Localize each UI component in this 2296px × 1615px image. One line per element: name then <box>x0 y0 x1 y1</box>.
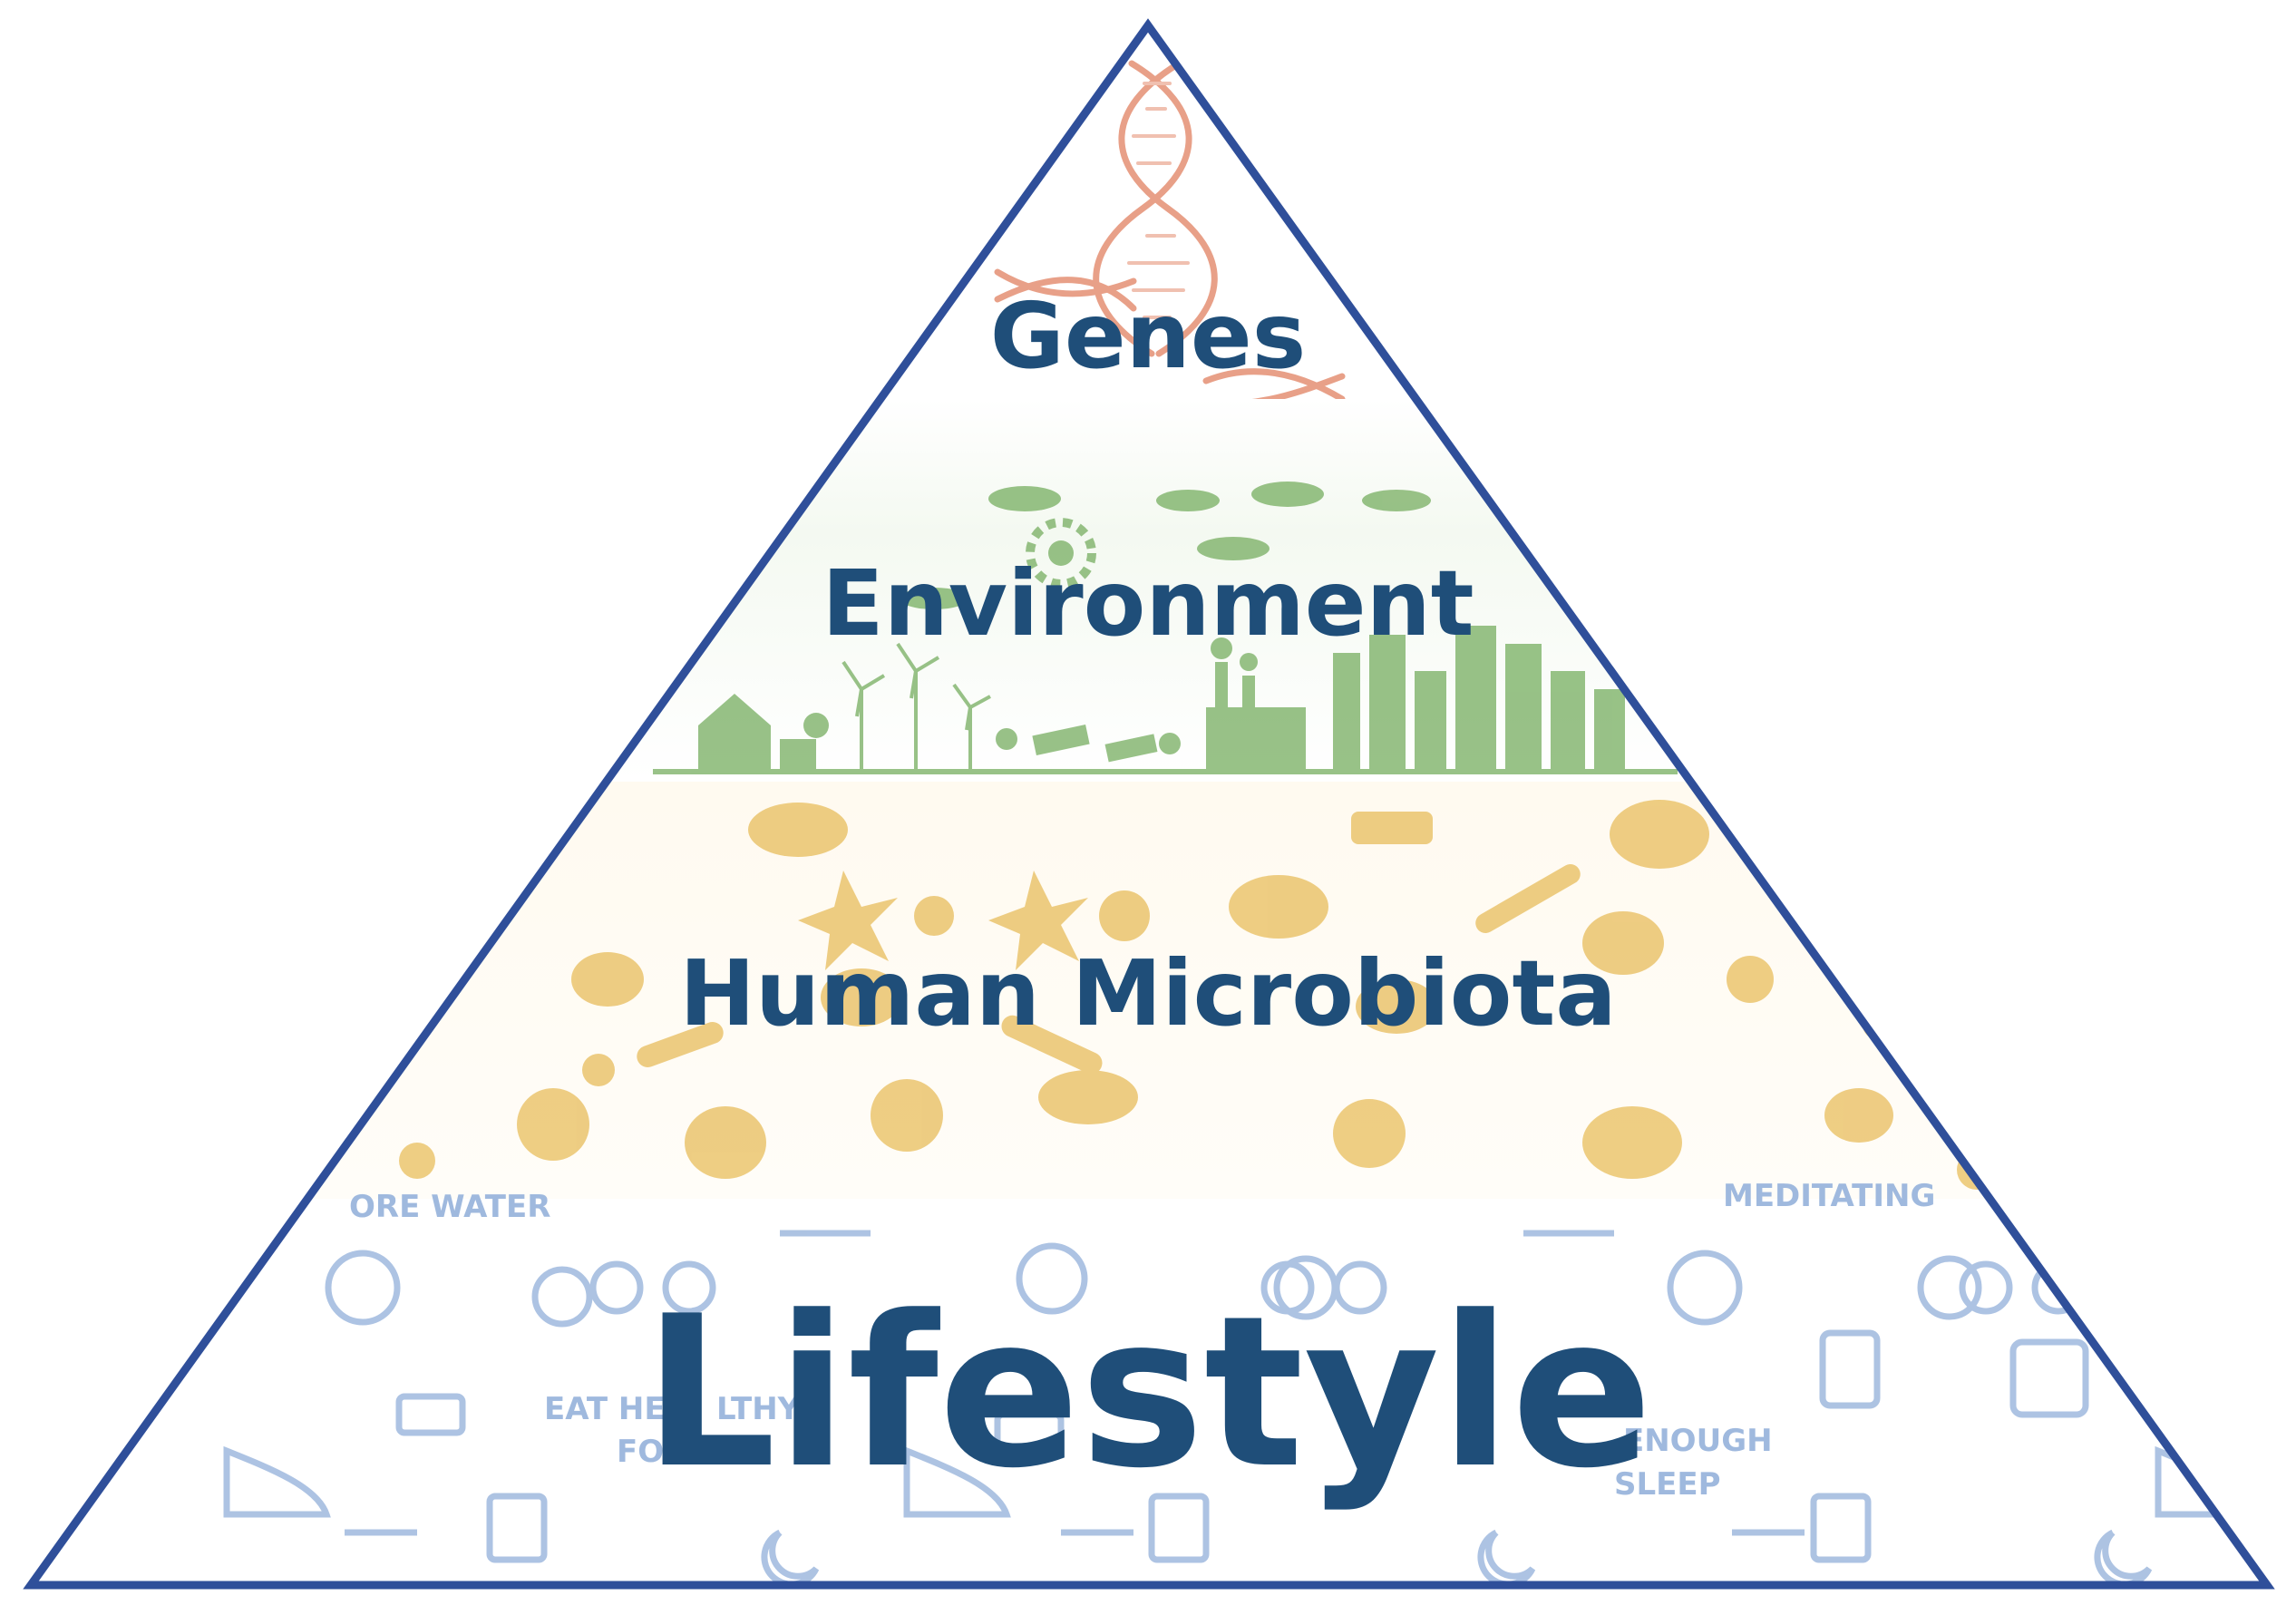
layer-label-microbiota: Human Microbiota <box>679 940 1617 1046</box>
bg-word-meditating: MEDITATING <box>1723 1178 1935 1214</box>
layer-label-lifestyle: Lifestyle <box>643 1272 1652 1514</box>
bg-word-water: ORE WATER <box>349 1189 550 1225</box>
layer-label-genes: Genes <box>990 283 1306 389</box>
layer-label-environment: Environment <box>822 550 1474 657</box>
